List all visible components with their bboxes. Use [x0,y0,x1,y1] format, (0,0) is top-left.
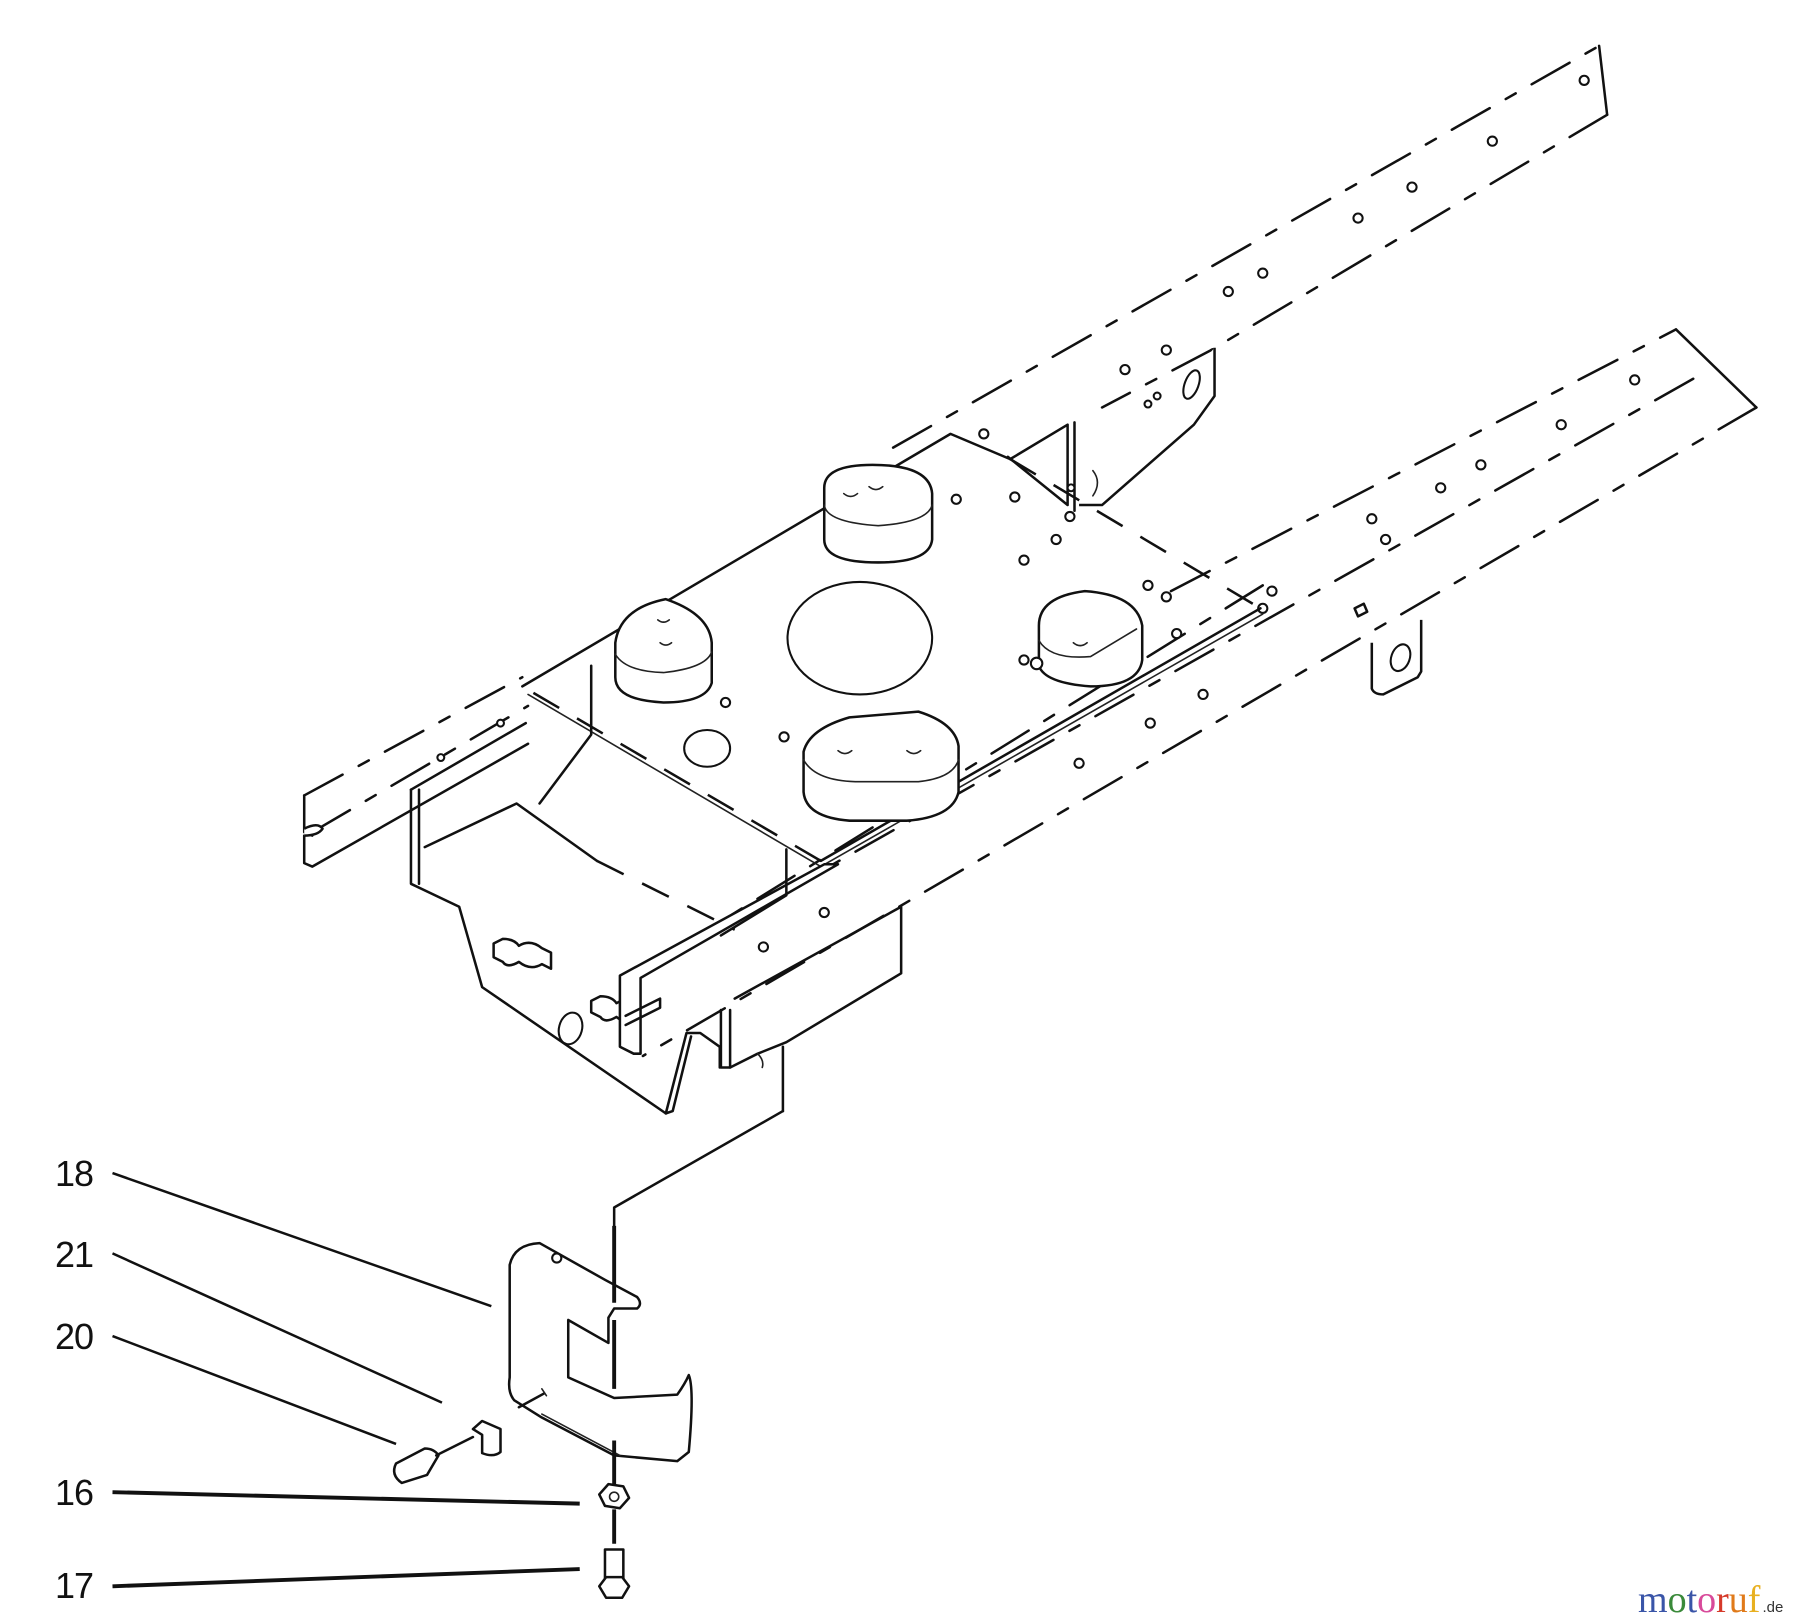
side-panel [409,664,736,1115]
callout-18: 18 [55,1153,94,1194]
assembly-line [612,1109,785,1264]
leader-20 [112,1334,397,1446]
watermark-letter: f [1747,1579,1761,1621]
watermark-letter: r [1716,1579,1729,1621]
bolt-part-20 [392,1435,475,1485]
leader-16 [112,1490,580,1506]
callout-21: 21 [55,1234,94,1275]
callout-20: 20 [55,1316,94,1357]
lower-rail [624,328,1758,1058]
bolt-part-17 [597,1548,631,1600]
watermark-letter: u [1728,1579,1748,1621]
mount-top [822,463,934,564]
callout-16: 16 [55,1472,94,1513]
leader-lines [111,1171,580,1589]
callout-17: 17 [55,1565,94,1606]
main-plate [521,432,1264,868]
watermark-letter: m [1638,1579,1668,1621]
front-cross-member [618,848,903,1113]
nut-part-16 [597,1482,631,1510]
watermark-letter: o [1667,1579,1687,1621]
mount-right [1029,589,1144,688]
watermark-letter: t [1686,1579,1698,1621]
motoruf-watermark: motoruf.de [1638,1578,1783,1622]
watermark-letter: o [1697,1579,1717,1621]
left-rail-end [302,675,530,868]
bracket-part-18 [507,1241,693,1463]
mount-left [614,597,713,704]
watermark-tld: .de [1762,1599,1784,1616]
upper-rail [891,44,1609,513]
leader-18 [112,1171,492,1308]
leader-17 [112,1567,580,1589]
mount-bottom [802,710,960,822]
clip-part-21 [471,1388,548,1457]
leader-21 [111,1252,443,1404]
